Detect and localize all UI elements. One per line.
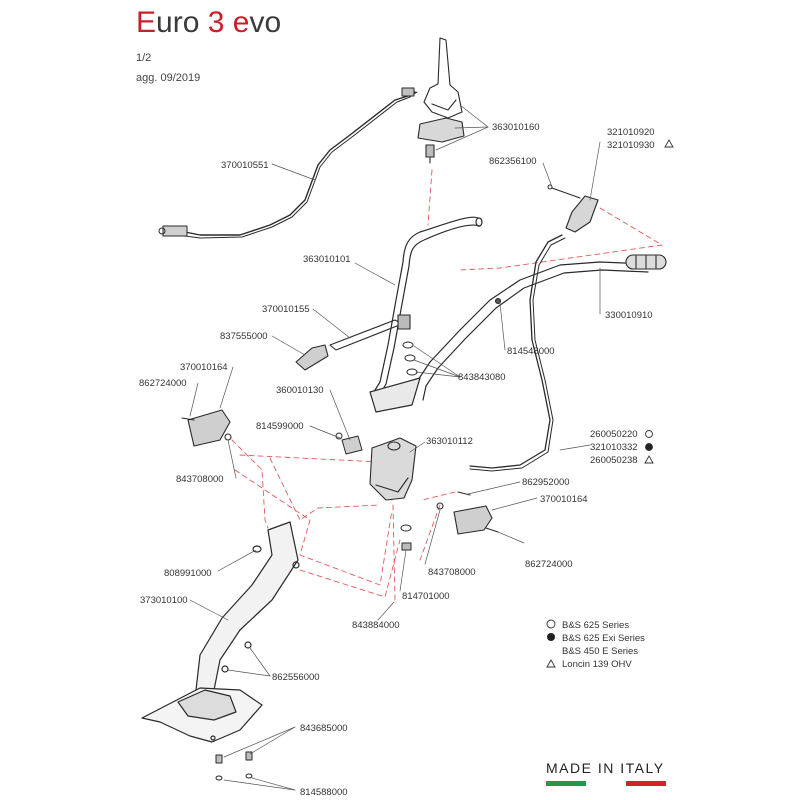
flag-green-stripe [546, 781, 586, 786]
label-843884000: 843884000 [352, 620, 400, 631]
label-814701000: 814701000 [402, 591, 450, 602]
made-in-italy-label: MADE IN ITALY [546, 760, 665, 776]
label-260050220: 260050220 [590, 429, 638, 440]
flag-red-stripe [626, 781, 666, 786]
left-clamp-part [181, 409, 232, 447]
title-uro: uro [156, 6, 208, 39]
label-321010920: 321010920 [607, 127, 655, 138]
label-363010160: 363010160 [492, 122, 540, 133]
legend-filled-circle: B&S 625 Exi Series [562, 633, 645, 644]
italy-flag-bar [546, 781, 666, 786]
leader-lines [189, 104, 601, 791]
triangle-marker-icon [644, 455, 654, 464]
label-862724000-left: 862724000 [139, 378, 187, 389]
open-circle-marker-icon [645, 430, 653, 438]
lower-fasteners-part [400, 524, 412, 551]
label-370010164-left: 370010164 [180, 362, 228, 373]
handlebar-part [369, 216, 649, 413]
small-bracket-part [335, 432, 363, 455]
part-labels: 363010160 321010920 321010930 862356100 … [139, 122, 655, 798]
triangle-icon [546, 659, 556, 668]
label-360010130: 360010130 [276, 385, 324, 396]
label-808991000: 808991000 [164, 568, 212, 579]
label-862556000: 862556000 [272, 672, 320, 683]
open-circle-icon [546, 619, 556, 629]
legend-open-circle: B&S 625 Series [562, 620, 629, 631]
title-vo: vo [249, 6, 282, 39]
page-number: 1/2 [136, 52, 152, 64]
legend-triangle: Loncin 139 OHV [562, 659, 632, 670]
label-814599000: 814599000 [256, 421, 304, 432]
label-843685000: 843685000 [300, 723, 348, 734]
label-814588000: 814588000 [300, 787, 348, 798]
label-843843080: 843843080 [458, 372, 506, 383]
throttle-lever-part [547, 184, 599, 233]
throttle-cable-part [158, 87, 418, 239]
label-843708000-left: 843708000 [176, 474, 224, 485]
title-letter-e-evo: e [232, 6, 250, 39]
label-370010155: 370010155 [262, 304, 310, 315]
grip-part [625, 254, 667, 270]
lower-pillar-part [141, 521, 300, 743]
diagram-title: Euro 3 evo [136, 6, 281, 40]
pivot-bracket-part [369, 437, 417, 501]
label-862356100: 862356100 [489, 156, 537, 167]
label-862952000: 862952000 [522, 477, 570, 488]
label-330010910: 330010910 [605, 310, 653, 321]
title-letter-e: E [136, 6, 157, 39]
label-370010164-right: 370010164 [540, 494, 588, 505]
brake-cable-part [469, 234, 566, 472]
label-markers [644, 139, 674, 464]
triangle-marker-icon [664, 139, 674, 148]
bottom-screws-part [215, 751, 253, 781]
label-837555000: 837555000 [220, 331, 268, 342]
flag-white-stripe [586, 781, 626, 786]
filled-circle-icon [547, 633, 555, 641]
label-363010112: 363010112 [426, 436, 473, 447]
legend-plain: B&S 450 E Series [562, 646, 638, 657]
engine-legend: B&S 625 Series B&S 625 Exi Series B&S 45… [546, 619, 645, 670]
label-260050238: 260050238 [590, 455, 638, 466]
label-862724000-right: 862724000 [525, 559, 573, 570]
title-number-3: 3 [207, 6, 225, 39]
label-321010332: 321010332 [590, 442, 638, 453]
right-clamp-part [436, 491, 499, 535]
filled-circle-marker-icon [645, 443, 653, 451]
label-373010100: 373010100 [140, 595, 188, 606]
label-321010930: 321010930 [607, 140, 655, 151]
label-843708000-right: 843708000 [428, 567, 476, 578]
lever-part [295, 297, 502, 371]
label-814548000: 814548000 [507, 346, 555, 357]
label-363010101: 363010101 [303, 254, 351, 265]
top-mount-bracket-part [417, 37, 465, 164]
update-date: agg. 09/2019 [136, 72, 201, 84]
label-370010551: 370010551 [221, 160, 269, 171]
